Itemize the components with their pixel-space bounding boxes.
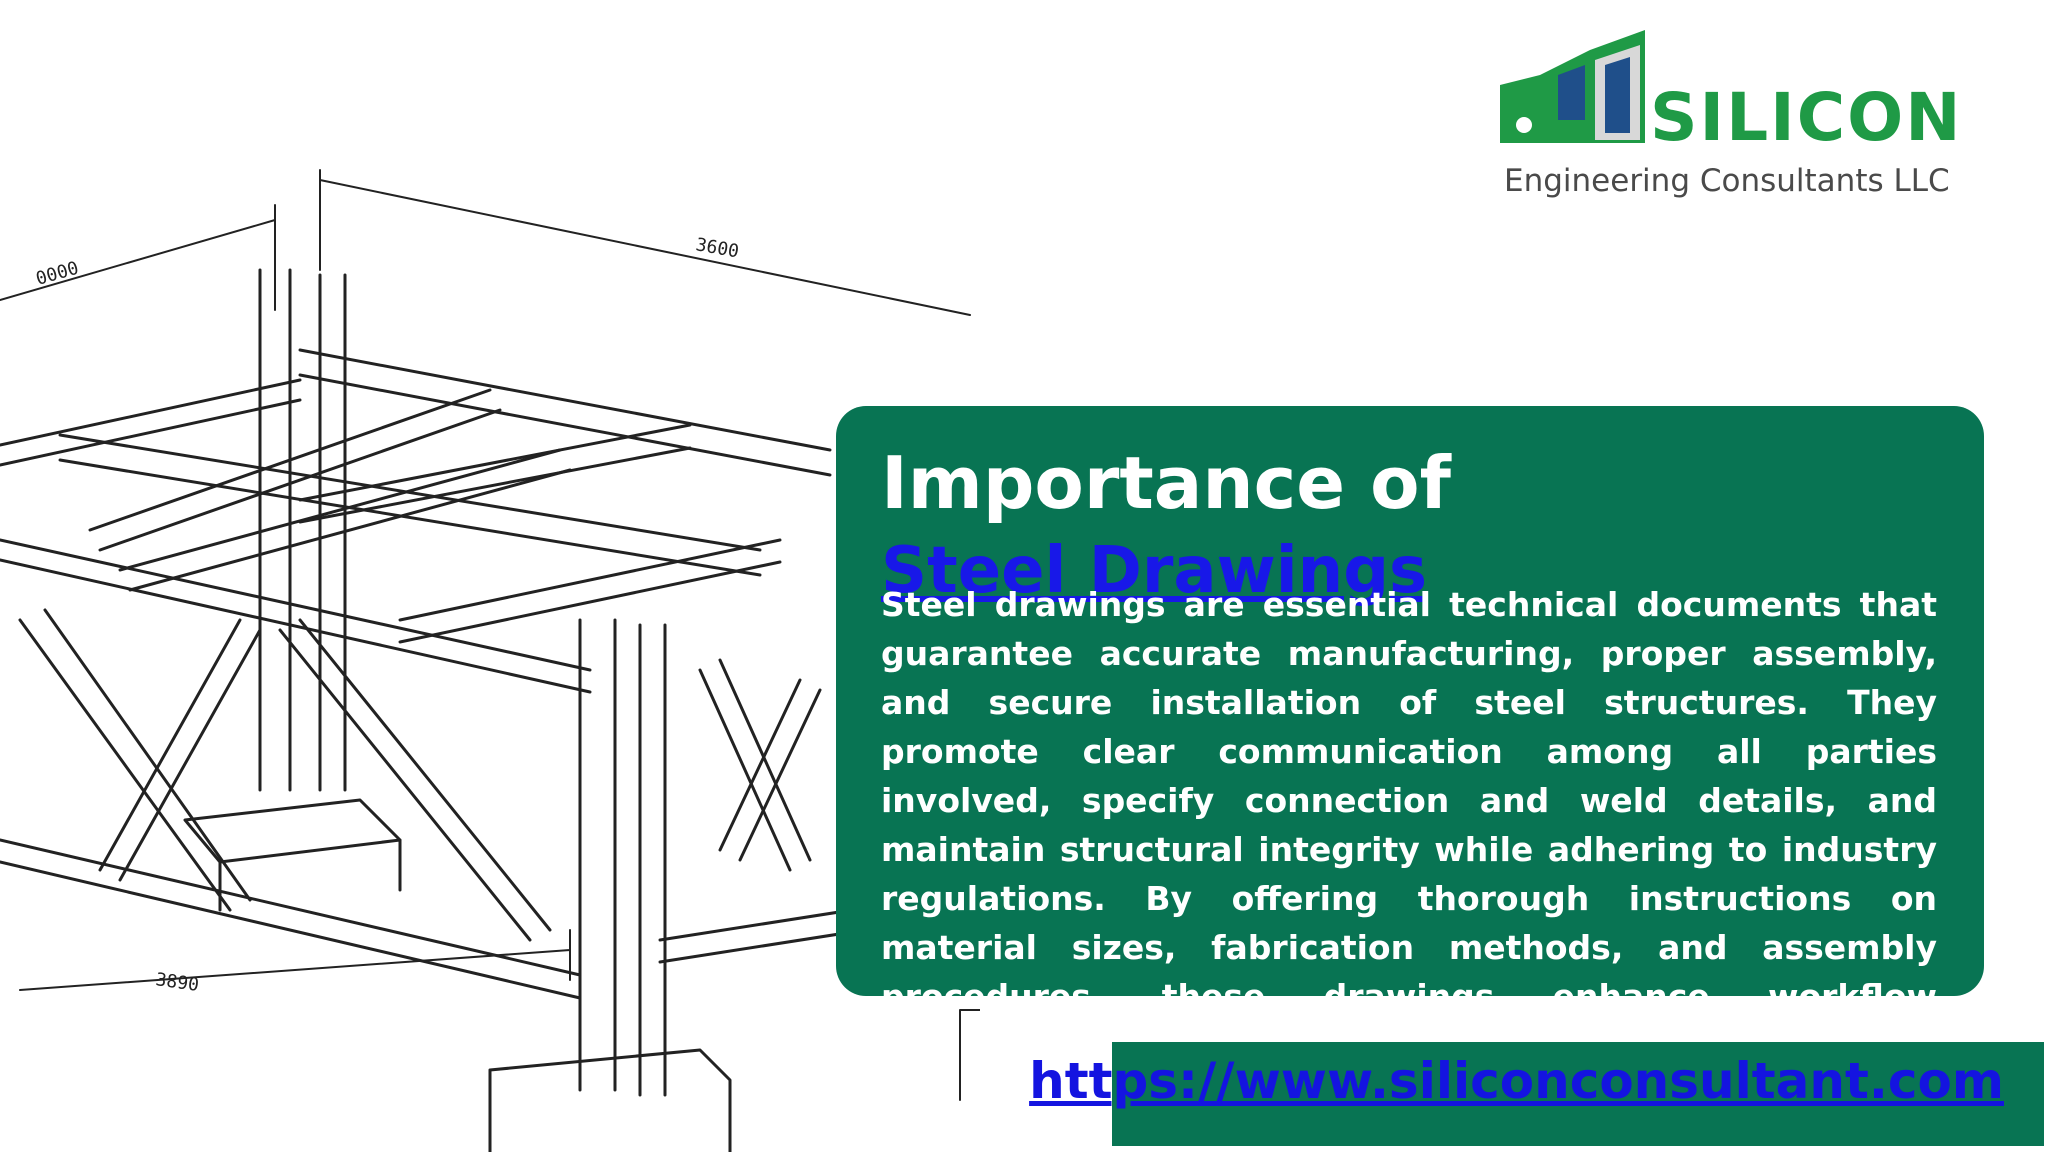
logo-subtitle: Engineering Consultants LLC bbox=[1504, 163, 1950, 199]
url-footer-bar: https://www.siliconconsultant.com bbox=[1029, 1042, 2044, 1146]
website-url-link[interactable]: https://www.siliconconsultant.com bbox=[1029, 1052, 2004, 1110]
info-card: Importance of Steel Drawings Steel drawi… bbox=[836, 406, 1984, 996]
steel-frame-drawing: 0000 3600 3890 bbox=[0, 169, 980, 1152]
silicon-logo-mark bbox=[1500, 30, 1645, 143]
card-title: Importance of bbox=[881, 441, 1451, 525]
company-logo: SILICON Engineering Consultants LLC bbox=[1490, 25, 1990, 215]
dimension-label-bottom: 3890 bbox=[154, 969, 200, 996]
steel-drawings-link[interactable]: Steel Drawings bbox=[881, 534, 1428, 608]
card-body-text: Steel drawings are essential technical d… bbox=[881, 585, 1937, 996]
logo-brand-text: SILICON bbox=[1650, 79, 1963, 156]
dimension-label-left: 0000 bbox=[34, 258, 81, 290]
